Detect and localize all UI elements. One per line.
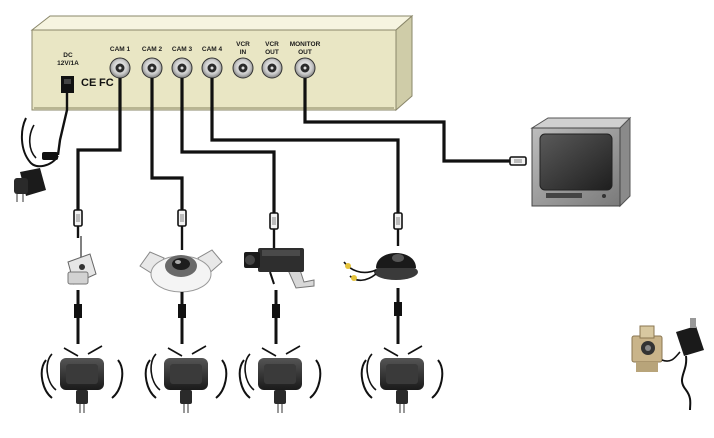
panel-power-adapter xyxy=(14,117,59,202)
svg-text:DC: DC xyxy=(63,52,73,59)
dome-fisheye-camera xyxy=(139,249,223,293)
certification-marks: CE FC xyxy=(81,77,114,89)
port-label-monitor-out: MONITOR xyxy=(290,41,321,48)
svg-text:12V/1A: 12V/1A xyxy=(57,60,79,67)
video-cables xyxy=(76,78,512,213)
bnc-port-vcr-out[interactable] xyxy=(261,57,283,79)
svg-text:CE: CE xyxy=(81,77,96,89)
port-label-vcr-out: VCR xyxy=(265,41,279,48)
bnc-port-cam4[interactable] xyxy=(201,57,223,79)
bnc-port-cam1[interactable] xyxy=(109,57,131,79)
power-adapter-cam4 xyxy=(360,345,444,414)
pinhole-camera-with-adapter xyxy=(631,318,704,411)
cable-cam2 xyxy=(150,78,184,210)
dc-power-label: DC 12V/1A xyxy=(57,52,79,67)
dc-supply-cable xyxy=(56,93,69,156)
cable-connector-cam4 xyxy=(393,212,403,230)
bnc-port-monitor-out[interactable] xyxy=(294,57,316,79)
wireless-camera xyxy=(67,236,97,285)
port-label-cam2: CAM 2 xyxy=(142,46,163,53)
quad-processor-unit xyxy=(30,14,414,112)
svg-text:IN: IN xyxy=(240,49,247,56)
cable-connector-cam1 xyxy=(73,209,83,227)
power-adapter-cam1 xyxy=(40,345,124,414)
cable-monitor xyxy=(303,78,512,163)
mini-dome-camera xyxy=(343,253,418,282)
cable-connector-cam3 xyxy=(269,212,279,230)
cable-cam3 xyxy=(180,78,276,213)
bnc-port-cam3[interactable] xyxy=(171,57,193,79)
bnc-connectors xyxy=(109,57,316,79)
port-label-cam4: CAM 4 xyxy=(202,46,223,53)
svg-text:FC: FC xyxy=(99,77,114,89)
cable-cam4 xyxy=(210,78,400,213)
power-adapter-cam3 xyxy=(238,345,322,414)
dc-power-jack[interactable] xyxy=(61,76,74,93)
port-label-cam1: CAM 1 xyxy=(110,46,131,53)
cable-connector-cam2 xyxy=(177,209,187,227)
svg-text:OUT: OUT xyxy=(298,49,312,56)
port-labels: CAM 1 CAM 2 CAM 3 CAM 4 VCR IN VCR OUT M… xyxy=(110,41,321,56)
port-label-cam3: CAM 3 xyxy=(172,46,193,53)
bnc-port-vcr-in[interactable] xyxy=(232,57,254,79)
bnc-port-cam2[interactable] xyxy=(141,57,163,79)
box-camera xyxy=(244,248,315,289)
svg-text:OUT: OUT xyxy=(265,49,279,56)
crt-monitor xyxy=(509,116,632,208)
power-adapter-cam2 xyxy=(144,345,228,414)
port-label-vcr-in: VCR xyxy=(236,41,250,48)
cable-cam1 xyxy=(76,78,122,210)
